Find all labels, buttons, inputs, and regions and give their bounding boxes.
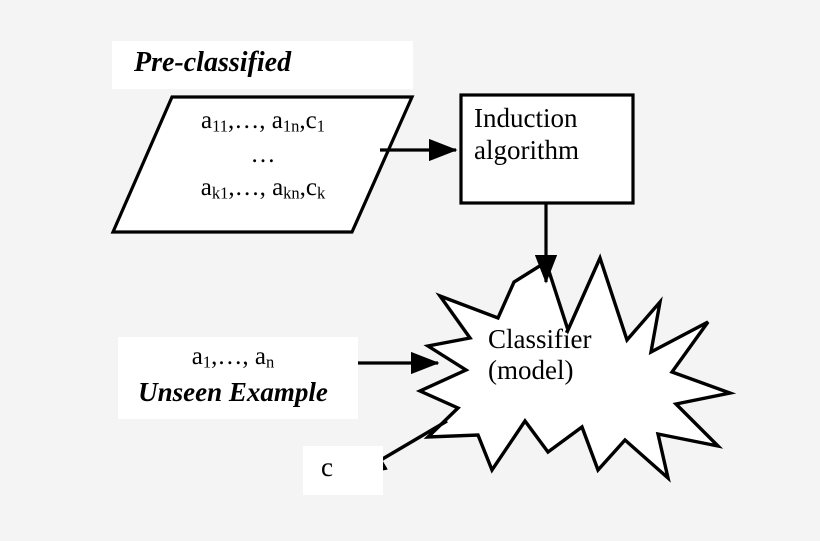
dataset-row-first-c: ,c (299, 107, 317, 134)
dataset-row-last-ellipsis: ,…, (228, 174, 273, 202)
classifier-label: Classifier (model) (488, 325, 638, 388)
dataset-row-last-a: a (200, 174, 212, 202)
induction-algorithm-line-2: algorithm (474, 135, 579, 166)
dataset-row-ellipsis: … (250, 140, 276, 168)
dataset-row-first-sub-b: 1n (282, 116, 300, 136)
dataset-row-first-b: a (271, 107, 283, 134)
dataset-row-first-sub-c: 1 (316, 116, 325, 136)
induction-algorithm-shape (459, 93, 635, 205)
class-output-box (303, 446, 383, 495)
unseen-example-box (118, 337, 358, 419)
pre-classified-dataset-shape (110, 95, 415, 234)
dataset-row-first-ellipsis: ,…, (228, 107, 272, 134)
dataset-row-last-sub-a: k1 (211, 183, 229, 203)
dataset-row-first-a: a (201, 107, 213, 134)
unseen-vector-ellipsis: ,…, (211, 343, 255, 370)
classifier-starburst-shape (415, 253, 737, 483)
dataset-row-last: ak1,…, akn,ck (172, 175, 354, 202)
dataset-row-first: a11,…, a1n,c1 (172, 107, 354, 136)
unseen-example-vector: a1,…, an (118, 343, 348, 372)
unseen-vector-b: a (254, 343, 266, 370)
dataset-rows: a11,…, a1n,c1 … ak1,…, akn,ck (172, 107, 354, 209)
induction-algorithm-label: Induction algorithm (474, 104, 624, 169)
class-output-label: c (321, 452, 333, 482)
dataset-row-last-sub-b: kn (283, 183, 300, 203)
pre-classified-label-box (112, 41, 413, 89)
unseen-vector-a: a (191, 343, 203, 370)
dataset-row-first-sub-a: 11 (212, 116, 229, 136)
dataset-row-last-c: ,c (299, 174, 318, 202)
induction-algorithm-line-1: Induction (474, 103, 578, 133)
unseen-vector-sub-1: 1 (202, 352, 212, 372)
unseen-vector-sub-n: n (265, 352, 275, 372)
dataset-row-last-sub-c: k (317, 183, 326, 203)
classifier-line-2: (model) (488, 355, 574, 386)
pre-classified-caption: Pre-classified (134, 47, 292, 78)
dataset-row-last-b: a (272, 174, 284, 202)
classifier-line-1: Classifier (488, 324, 592, 354)
unseen-example-caption: Unseen Example (138, 377, 328, 407)
